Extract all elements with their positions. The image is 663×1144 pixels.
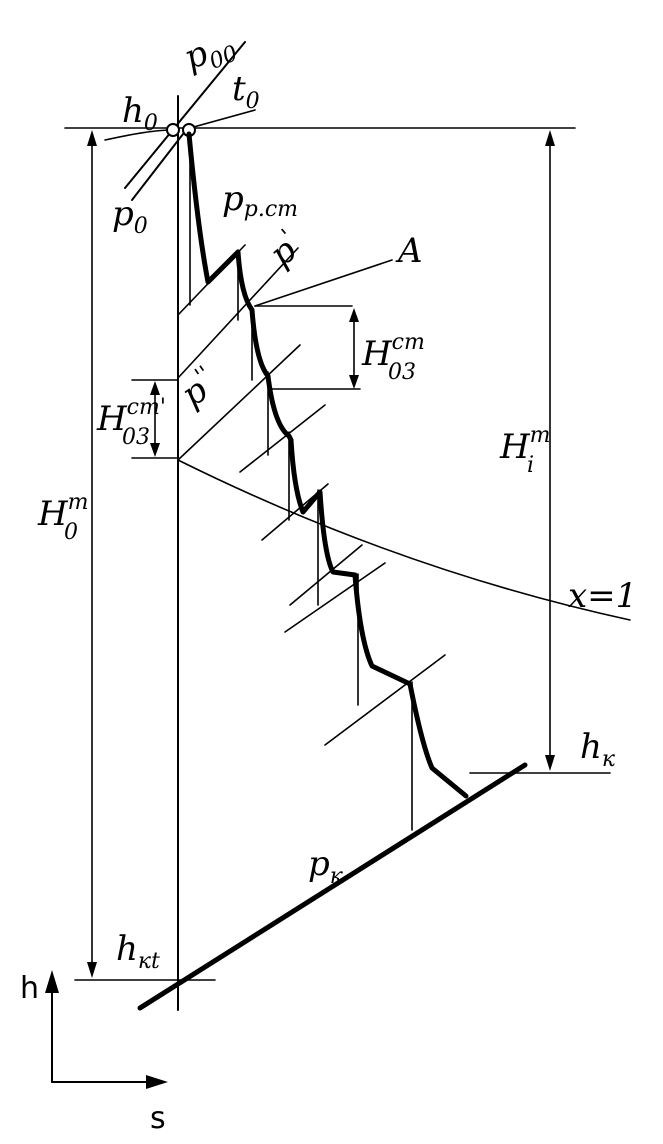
dim-h0t <box>87 130 97 978</box>
label-h03st-prime: Hст'03 <box>96 395 166 450</box>
dim-h03st <box>349 308 359 389</box>
label-hkt: hкt <box>116 929 160 974</box>
isobar-8 <box>324 654 446 746</box>
s-axis-label: s <box>150 1101 166 1136</box>
dim-h03st-prime <box>131 379 179 459</box>
point-a-leader <box>254 259 393 307</box>
dim-hit-arrow-top <box>545 130 555 146</box>
isobar-7 <box>284 562 386 633</box>
p00-isobar <box>124 41 246 189</box>
label-pp-st: pp.ст <box>222 179 298 222</box>
label-t0: t0 <box>232 69 260 114</box>
label-p0: p0 <box>112 194 148 239</box>
label-pk: pк <box>308 844 344 889</box>
h0-line <box>104 129 173 141</box>
label-hk: hк <box>580 727 616 772</box>
h-axis-arrow <box>45 970 59 993</box>
dim-h0t-arrow-top <box>87 130 97 146</box>
isobar-6 <box>289 544 363 606</box>
dim-h03st-prime-arrow-top <box>150 381 160 395</box>
isobar-p2 <box>177 344 301 461</box>
isobar-4 <box>239 404 326 473</box>
dim-hit <box>545 130 555 771</box>
h-axis-label: h <box>20 971 39 1006</box>
label-a: A <box>395 231 423 271</box>
label-p1: p' <box>261 225 309 275</box>
s-axis-arrow <box>146 1075 168 1089</box>
dim-h03st-arrow-top <box>349 308 359 322</box>
expansion-process-line <box>186 131 469 799</box>
state-point-h0 <box>166 123 180 137</box>
dim-h0t-arrow-bottom <box>87 962 97 978</box>
label-p2: p'' <box>173 362 225 416</box>
label-x1: x=1 <box>568 576 637 616</box>
isobar-pk <box>137 762 528 1011</box>
dim-h03st-prime-arrow-bottom <box>150 443 160 457</box>
axes: h s <box>20 970 168 1136</box>
t0-line <box>189 109 256 129</box>
dim-hit-arrow-bottom <box>545 755 555 771</box>
stage-isobars <box>177 244 446 746</box>
saturation-curve <box>177 459 631 621</box>
p0-isobar <box>131 124 191 201</box>
dim-h03st-arrow-bottom <box>349 375 359 389</box>
label-h0: h0 <box>122 91 158 136</box>
